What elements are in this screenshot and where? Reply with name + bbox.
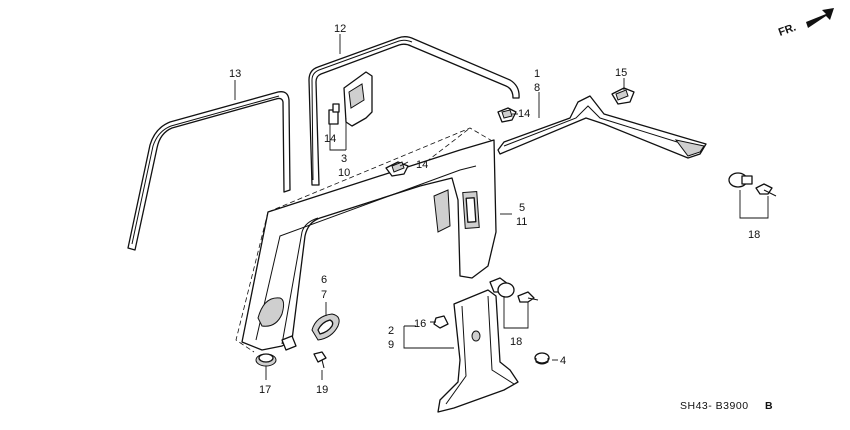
callout-11: 11 (516, 216, 527, 228)
callout-6: 6 (321, 274, 327, 286)
callout-4: 4 (560, 355, 566, 367)
callout-17: 17 (259, 384, 271, 396)
callout-12: 12 (334, 23, 346, 35)
callout-7: 7 (321, 289, 327, 301)
drawing-code-text: SH43- B3900 (680, 400, 749, 412)
front-direction-label: FR. (777, 21, 798, 38)
callout-18-center: 18 (510, 336, 522, 348)
part-18-fasteners-center (489, 277, 539, 303)
part-4-cap (534, 352, 550, 365)
part-14-clip-right (497, 107, 517, 123)
callout-14-left: 14 (324, 133, 336, 145)
part-12-door-weatherstrip (308, 36, 520, 186)
part-19-screw (313, 351, 327, 369)
part-1-8-roof-side-garnish (497, 95, 707, 159)
callout-9: 9 (388, 339, 394, 351)
part-15-clip (611, 87, 635, 105)
part-18-fasteners-right (728, 172, 777, 197)
callout-8: 8 (534, 82, 540, 94)
callout-10: 10 (338, 167, 350, 179)
part-3-10-pillar-garnish (328, 71, 373, 127)
part-17-grommet (255, 353, 277, 367)
front-direction-arrow: FR. (777, 8, 834, 39)
callout-14-center: 14 (416, 159, 428, 171)
callout-15: 15 (615, 67, 627, 79)
callout-16: 16 (414, 318, 426, 330)
callout-2: 2 (388, 325, 394, 337)
callout-1: 1 (534, 68, 540, 80)
callout-5: 5 (519, 202, 525, 214)
callout-19: 19 (316, 384, 328, 396)
part-14-clip-center (385, 161, 409, 177)
part-13-quarter-weatherstrip (127, 91, 291, 251)
callout-13: 13 (229, 68, 241, 80)
drawing-code: SH43- B3900 B (680, 400, 773, 412)
part-5-11-rear-pillar-trim (241, 139, 497, 351)
callout-14-right: 14 (518, 108, 530, 120)
leader-lines (234, 34, 769, 380)
callout-18-right: 18 (748, 229, 760, 241)
drawing-code-suffix: B (765, 400, 773, 412)
part-16-clip (433, 315, 449, 329)
callout-3: 3 (341, 153, 347, 165)
callout-labels: 13 12 1 8 14 15 14 3 10 14 5 11 18 6 7 1… (229, 23, 760, 396)
part-2-9-center-pillar-trim (437, 289, 519, 413)
part-6-7-grommet (311, 313, 340, 341)
